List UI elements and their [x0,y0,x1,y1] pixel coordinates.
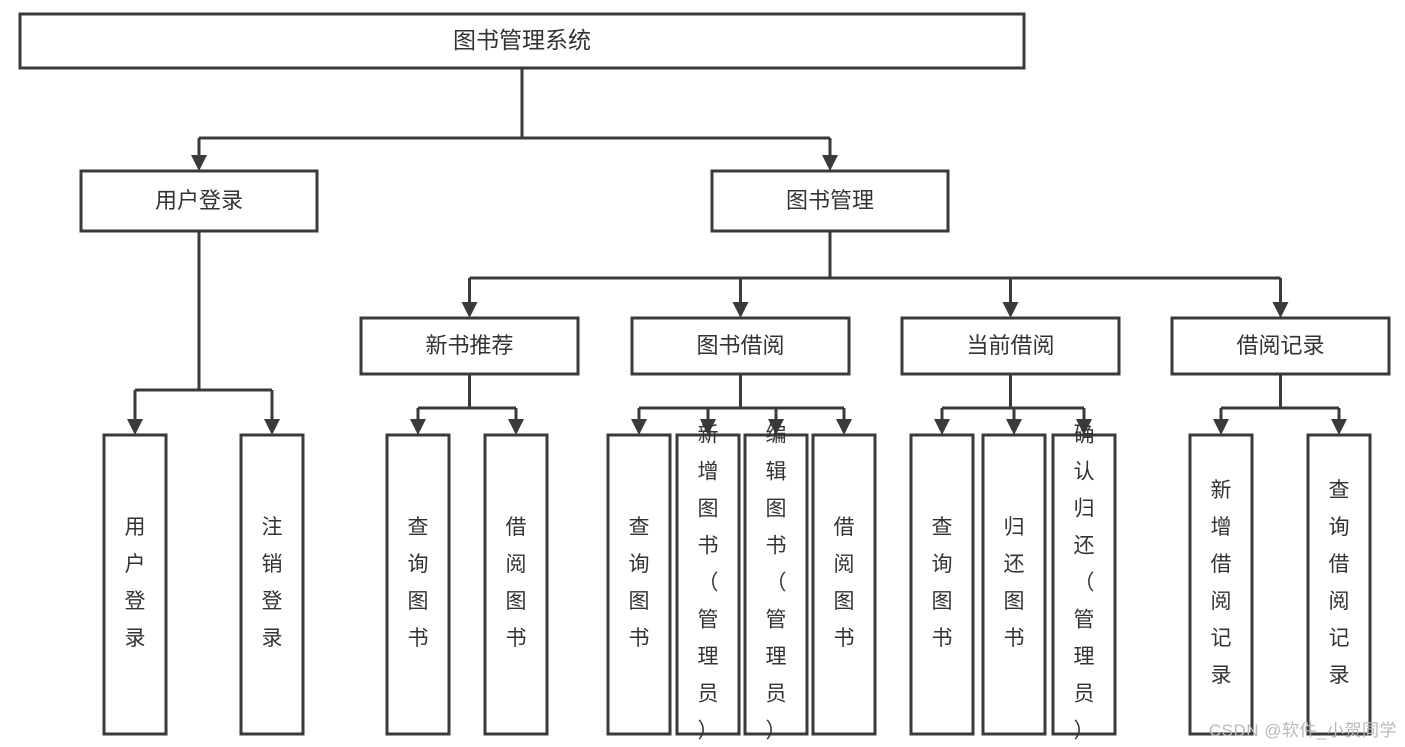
node-box [483,433,549,736]
node-box [18,12,1026,70]
node-box [710,169,950,233]
node-label: 确认归还（管理员） [1074,424,1095,743]
node-box [102,433,168,736]
node-box [1306,433,1372,736]
arrow-head-icon [508,419,524,435]
node-box [981,433,1047,736]
arrow-head-icon [127,419,143,435]
node-box [909,433,975,736]
node-leaf-add-book[interactable]: 新增图书（管理员） [675,424,741,743]
arrow-head-icon [934,419,950,435]
arrow-head-icon [822,155,838,171]
node-box [359,316,580,376]
node-label: 查询图书 [408,516,429,650]
node-leaf-logout[interactable]: 注销登录 [239,433,305,736]
node-box [1051,433,1117,736]
node-label: 借阅图书 [506,516,527,650]
arrow-head-icon [1213,419,1229,435]
node-box [1188,433,1254,736]
node-label: 图书管理系统 [453,27,591,53]
nodes-layer: 图书管理系统用户登录图书管理新书推荐图书借阅当前借阅借阅记录用户登录注销登录查询… [18,12,1391,743]
node-leaf-confirm-return[interactable]: 确认归还（管理员） [1051,424,1117,743]
arrow-head-icon [1331,419,1347,435]
arrow-head-icon [191,155,207,171]
node-label: 查询图书 [629,516,650,650]
node-user-login[interactable]: 用户登录 [79,169,319,233]
node-leaf-return-book[interactable]: 归还图书 [981,433,1047,736]
node-label: 借阅图书 [834,516,855,650]
node-box [239,433,305,736]
node-label: 查询借阅记录 [1329,479,1350,687]
node-new-book-rec[interactable]: 新书推荐 [359,316,580,376]
arrow-head-icon [1002,302,1019,318]
node-box [900,316,1121,376]
node-label: 编辑图书（管理员） [766,424,787,743]
node-leaf-borrow-book-2[interactable]: 借阅图书 [811,433,877,736]
node-box [811,433,877,736]
node-leaf-query-book-2[interactable]: 查询图书 [606,433,672,736]
node-leaf-query-book-1[interactable]: 查询图书 [385,433,451,736]
node-label: 图书管理 [786,188,874,213]
node-box [743,433,809,736]
node-box [1170,316,1391,376]
node-label: 借阅记录 [1236,333,1324,358]
node-label: 用户登录 [125,516,146,650]
node-box [79,169,319,233]
arrow-head-icon [264,419,280,435]
node-current-borrow[interactable]: 当前借阅 [900,316,1121,376]
arrow-head-icon [836,419,852,435]
node-box [675,433,741,736]
node-book-manage[interactable]: 图书管理 [710,169,950,233]
csdn-watermark: CSDN @软件_小贺同学 [1208,721,1397,740]
node-label: 归还图书 [1004,516,1025,650]
node-borrow-record[interactable]: 借阅记录 [1170,316,1391,376]
node-label: 查询图书 [932,516,953,650]
arrow-head-icon [700,419,716,435]
arrow-head-icon [732,302,749,318]
arrow-head-icon [410,419,426,435]
node-label: 新增借阅记录 [1211,479,1232,687]
arrow-head-icon [1076,419,1092,435]
node-leaf-user-login[interactable]: 用户登录 [102,433,168,736]
connectors-layer [127,68,1347,435]
arrow-head-icon [1006,419,1022,435]
arrow-head-icon [1272,302,1289,318]
node-box [630,316,851,376]
node-leaf-add-record[interactable]: 新增借阅记录 [1188,433,1254,736]
node-leaf-query-book-3[interactable]: 查询图书 [909,433,975,736]
node-label: 新书推荐 [425,333,513,358]
arrow-head-icon [631,419,647,435]
node-box [606,433,672,736]
node-label: 注销登录 [262,516,283,650]
node-leaf-edit-book[interactable]: 编辑图书（管理员） [743,424,809,743]
node-box [385,433,451,736]
node-root-root[interactable]: 图书管理系统 [18,12,1026,70]
node-book-borrow[interactable]: 图书借阅 [630,316,851,376]
node-label: 当前借阅 [966,333,1054,358]
arrow-head-icon [461,302,478,318]
node-label: 新增图书（管理员） [698,424,719,743]
arrow-head-icon [768,419,784,435]
node-label: 用户登录 [155,188,243,213]
node-leaf-borrow-book-1[interactable]: 借阅图书 [483,433,549,736]
node-leaf-query-record[interactable]: 查询借阅记录 [1306,433,1372,736]
node-label: 图书借阅 [696,333,784,358]
